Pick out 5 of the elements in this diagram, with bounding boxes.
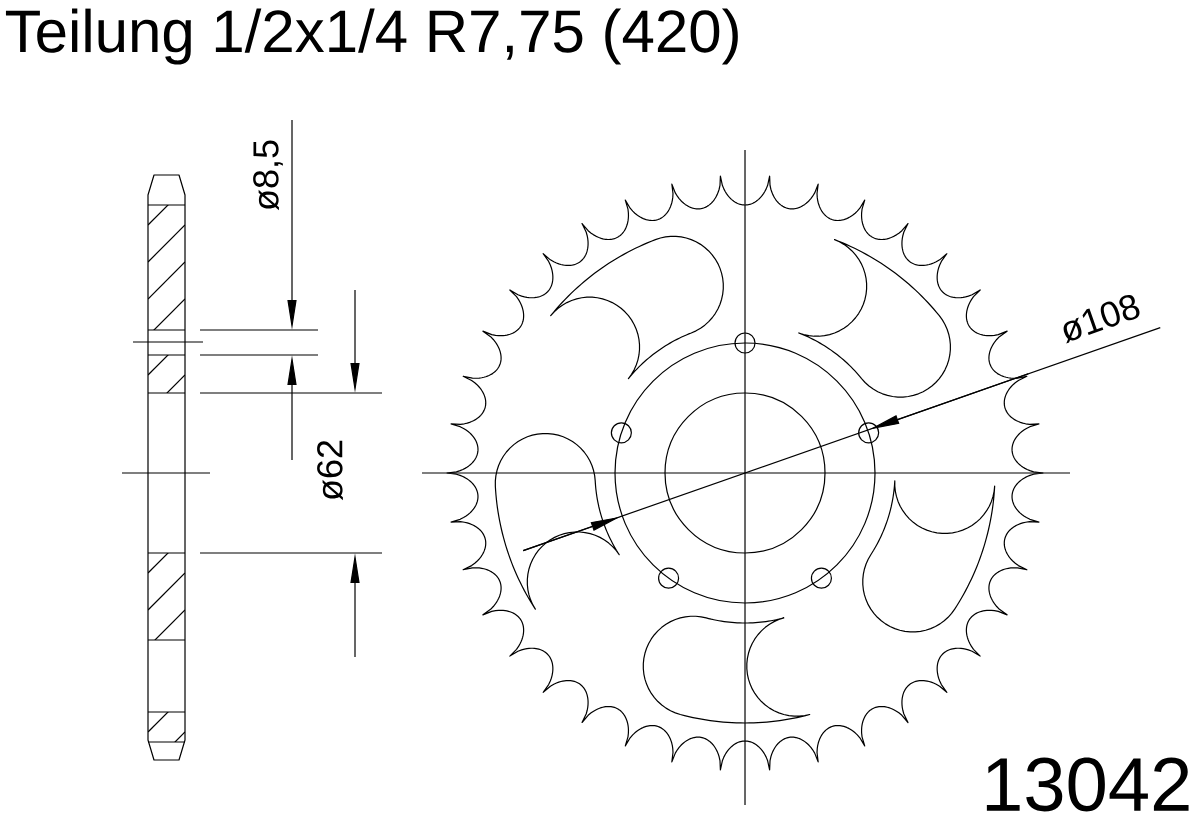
title: Teilung 1/2x1/4 R7,75 (420)	[5, 8, 738, 65]
dimension-label: ø62	[317, 440, 343, 501]
part-number: 13042	[986, 757, 1189, 812]
dimension-label: ø108	[1063, 294, 1140, 344]
dimension-label: ø8,5	[253, 140, 283, 211]
